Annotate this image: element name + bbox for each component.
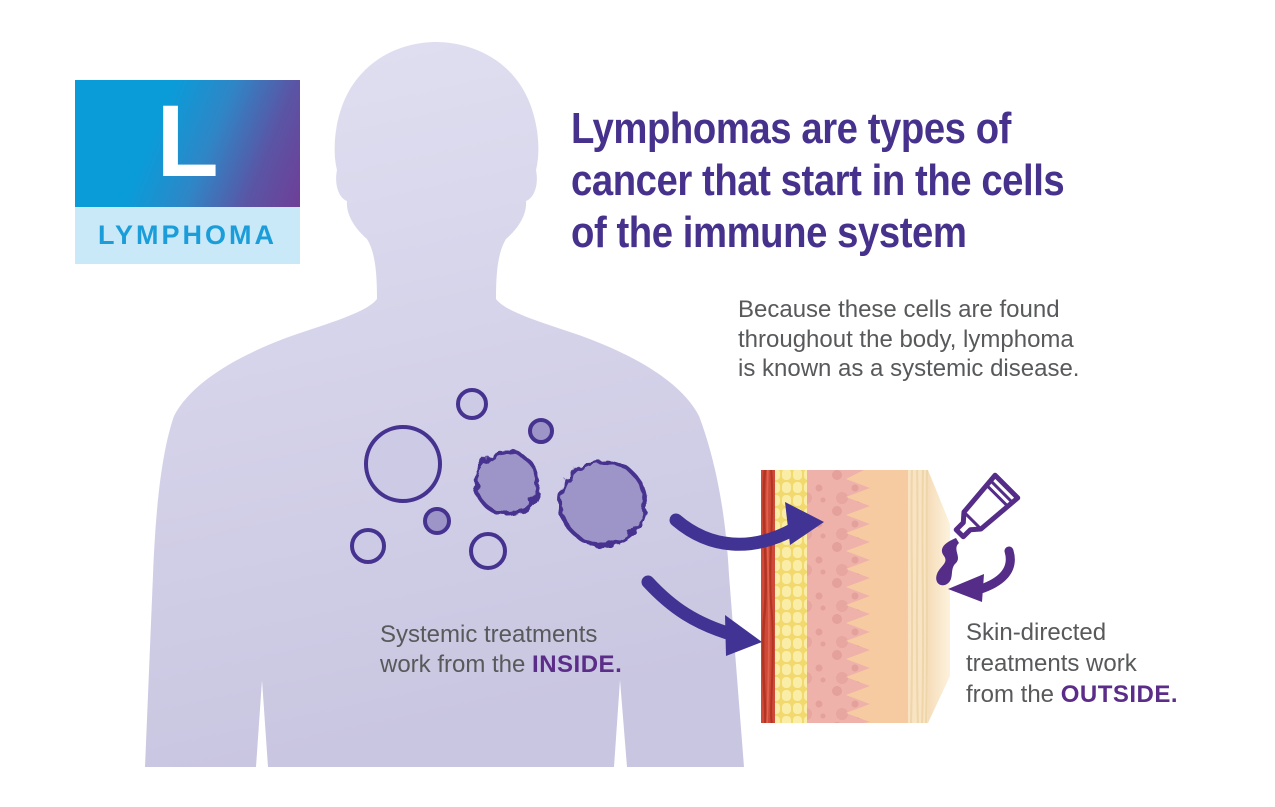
caption-line: from the OUTSIDE. bbox=[966, 679, 1178, 710]
curved-arrow-icon bbox=[973, 546, 1015, 595]
lymphoma-cell-icon bbox=[364, 425, 442, 503]
caption-line: treatments work bbox=[966, 650, 1137, 677]
skin-cross-section bbox=[761, 470, 950, 723]
lymphoma-cell-icon bbox=[456, 388, 488, 420]
lymphoma-cell-icon bbox=[350, 528, 386, 564]
lymphoma-cell-icon bbox=[559, 459, 647, 547]
systemic-treatments-caption: Systemic treatments work from the INSIDE… bbox=[380, 620, 622, 680]
lymphoma-cell-icon bbox=[423, 507, 451, 535]
logo-label: LYMPHOMA bbox=[75, 207, 300, 264]
arrowhead bbox=[785, 502, 824, 545]
headline-line: cancer that start in the cells bbox=[571, 156, 1065, 205]
lymphoma-cell-icon bbox=[528, 418, 554, 444]
systemic-arrows bbox=[641, 502, 824, 656]
arrowhead bbox=[725, 615, 762, 656]
headline-line: Lymphomas are types of bbox=[571, 104, 1012, 153]
logo-letter: L bbox=[156, 83, 219, 198]
subtext-line: throughout the body, lymphoma bbox=[738, 325, 1074, 353]
caption-text: work from the bbox=[380, 651, 533, 678]
arrowhead bbox=[948, 574, 984, 602]
curved-arrow-icon bbox=[669, 513, 801, 551]
arm-slit-left bbox=[256, 680, 268, 767]
page-title: Lymphomas are types of cancer that start… bbox=[571, 103, 1065, 259]
headline-line: of the immune system bbox=[571, 208, 967, 257]
subtext-line: is known as a systemic disease. bbox=[738, 355, 1080, 382]
caption-line: Skin-directed bbox=[966, 619, 1107, 646]
caption-text: from the bbox=[966, 681, 1061, 708]
lymphoma-cell-icon bbox=[474, 450, 540, 516]
ointment-blob bbox=[936, 538, 959, 586]
arm-slit-right bbox=[614, 680, 627, 767]
inside-emphasis: INSIDE. bbox=[532, 651, 623, 678]
skin-directed-treatments-caption: Skin-directed treatments work from the O… bbox=[966, 617, 1178, 710]
lymphoma-cells bbox=[350, 388, 647, 570]
skin-side-face bbox=[928, 470, 950, 723]
curved-arrow-icon bbox=[641, 575, 741, 642]
systemic-disease-note: Because these cells are found throughout… bbox=[738, 295, 1079, 384]
caption-line: Systemic treatments bbox=[380, 621, 598, 648]
lymphoma-cell-icon bbox=[469, 532, 507, 570]
lymphoma-logo: L LYMPHOMA bbox=[75, 80, 300, 264]
logo-tile: L bbox=[75, 80, 300, 207]
caption-line: work from the INSIDE. bbox=[380, 650, 622, 680]
epidermis-layer bbox=[846, 470, 908, 723]
body-silhouette bbox=[145, 42, 744, 767]
ointment-tube-icon bbox=[953, 472, 1021, 540]
subtext-line: Because these cells are found bbox=[738, 296, 1060, 323]
ointment-applicator bbox=[936, 472, 1021, 602]
outside-emphasis: OUTSIDE. bbox=[1060, 681, 1179, 708]
